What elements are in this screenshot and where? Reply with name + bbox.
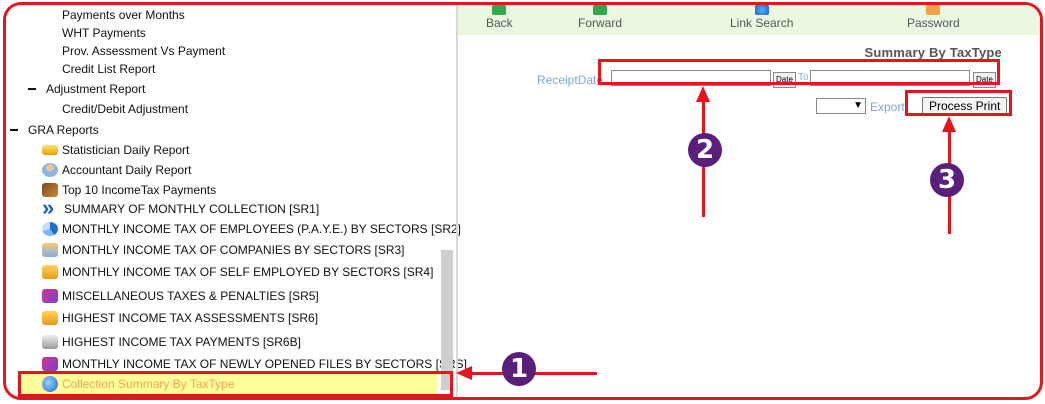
annotation-box-3 — [905, 90, 1012, 116]
forward-button[interactable]: Forward — [578, 5, 622, 30]
arrow-head-3 — [942, 116, 956, 132]
sidebar-scrollbar[interactable] — [441, 250, 453, 390]
arrow-head-2 — [696, 86, 710, 102]
sidebar-item-credit-debit-adjustment[interactable]: Credit/Debit Adjustment — [62, 102, 189, 116]
sidebar-item-sr4[interactable]: MONTHLY INCOME TAX OF SELF EMPLOYED BY S… — [42, 265, 433, 279]
sidebar-group-gra-reports[interactable]: GRA Reports — [10, 123, 99, 137]
sidebar-item-sr2[interactable]: MONTHLY INCOME TAX OF EMPLOYEES (P.A.Y.E… — [42, 222, 461, 236]
sidebar-item-sr3[interactable]: MONTHLY INCOME TAX OF COMPANIES BY SECTO… — [42, 243, 405, 257]
back-button[interactable]: Back — [486, 5, 513, 30]
collapse-icon — [28, 88, 36, 90]
sidebar-item-wht-payments[interactable]: WHT Payments — [62, 26, 146, 40]
back-icon — [492, 5, 507, 15]
sidebar-item-sr6b[interactable]: HIGHEST INCOME TAX PAYMENTS [SR6B] — [42, 335, 301, 349]
forward-icon — [593, 5, 607, 15]
sidebar-item-credit-list[interactable]: Credit List Report — [62, 62, 156, 76]
arrow-head-1 — [456, 366, 472, 380]
export-label: Export — [870, 100, 905, 114]
annotation-badge-1: 1 — [502, 352, 536, 386]
sidebar-item-srs[interactable]: MONTHLY INCOME TAX OF NEWLY OPENED FILES… — [42, 357, 467, 371]
password-icon — [926, 5, 941, 15]
annotation-box-2 — [598, 59, 1000, 85]
top-payments-icon — [42, 183, 58, 197]
annotation-box-1 — [18, 371, 453, 397]
sidebar-item-sr6[interactable]: HIGHEST INCOME TAX ASSESSMENTS [SR6] — [42, 311, 318, 325]
sidebar-item-statistician-daily[interactable]: Statistician Daily Report — [42, 143, 189, 157]
misc-icon — [42, 357, 58, 371]
annotation-badge-3: 3 — [930, 163, 964, 197]
toolbar: Back Forward Link Search Password — [458, 5, 1040, 35]
globe-icon — [42, 376, 58, 392]
sidebar-item-payments-over-months[interactable]: Payments over Months — [62, 8, 185, 22]
accountant-icon — [42, 163, 58, 177]
export-format-select[interactable]: ▼ — [816, 98, 866, 114]
to-label: To — [798, 72, 809, 83]
pie-chart-icon — [42, 222, 58, 236]
box-icon — [42, 311, 58, 325]
chevron-down-icon: ▼ — [853, 100, 863, 111]
sidebar-item-accountant-daily[interactable]: Accountant Daily Report — [42, 163, 191, 177]
chevron-right-icon — [42, 195, 60, 221]
people-icon — [42, 243, 58, 257]
printer-icon — [42, 335, 58, 349]
sidebar-item-sr1[interactable]: SUMMARY OF MONTHLY COLLECTION [SR1] — [42, 195, 319, 221]
annotation-badge-2: 2 — [688, 133, 722, 167]
statistician-icon — [42, 145, 58, 155]
pane-divider — [456, 5, 458, 397]
link-search-button[interactable]: Link Search — [730, 5, 793, 30]
receipt-date-label: ReceiptDate — [537, 73, 604, 87]
sidebar-group-adjustment-report[interactable]: Adjustment Report — [28, 82, 145, 96]
globe-icon — [754, 5, 769, 15]
process-print-button[interactable]: Process Print — [922, 97, 1008, 116]
page-title: Summary By TaxType — [864, 45, 1002, 60]
sidebar-item-top10-incometax[interactable]: Top 10 IncomeTax Payments — [42, 183, 216, 197]
misc-icon — [42, 289, 58, 303]
app-frame: Payments over Months WHT Payments Prov. … — [3, 2, 1043, 400]
password-button[interactable]: Password — [907, 5, 960, 30]
box-icon — [42, 265, 58, 279]
sidebar-item-sr5[interactable]: MISCELLANEOUS TAXES & PENALTIES [SR5] — [42, 289, 319, 303]
collapse-icon — [10, 129, 18, 131]
sidebar-item-collection-summary-selected[interactable]: Collection Summary By TaxType — [22, 373, 438, 394]
sidebar-item-prov-assessment[interactable]: Prov. Assessment Vs Payment — [62, 44, 226, 58]
sidebar: Payments over Months WHT Payments Prov. … — [6, 5, 467, 397]
